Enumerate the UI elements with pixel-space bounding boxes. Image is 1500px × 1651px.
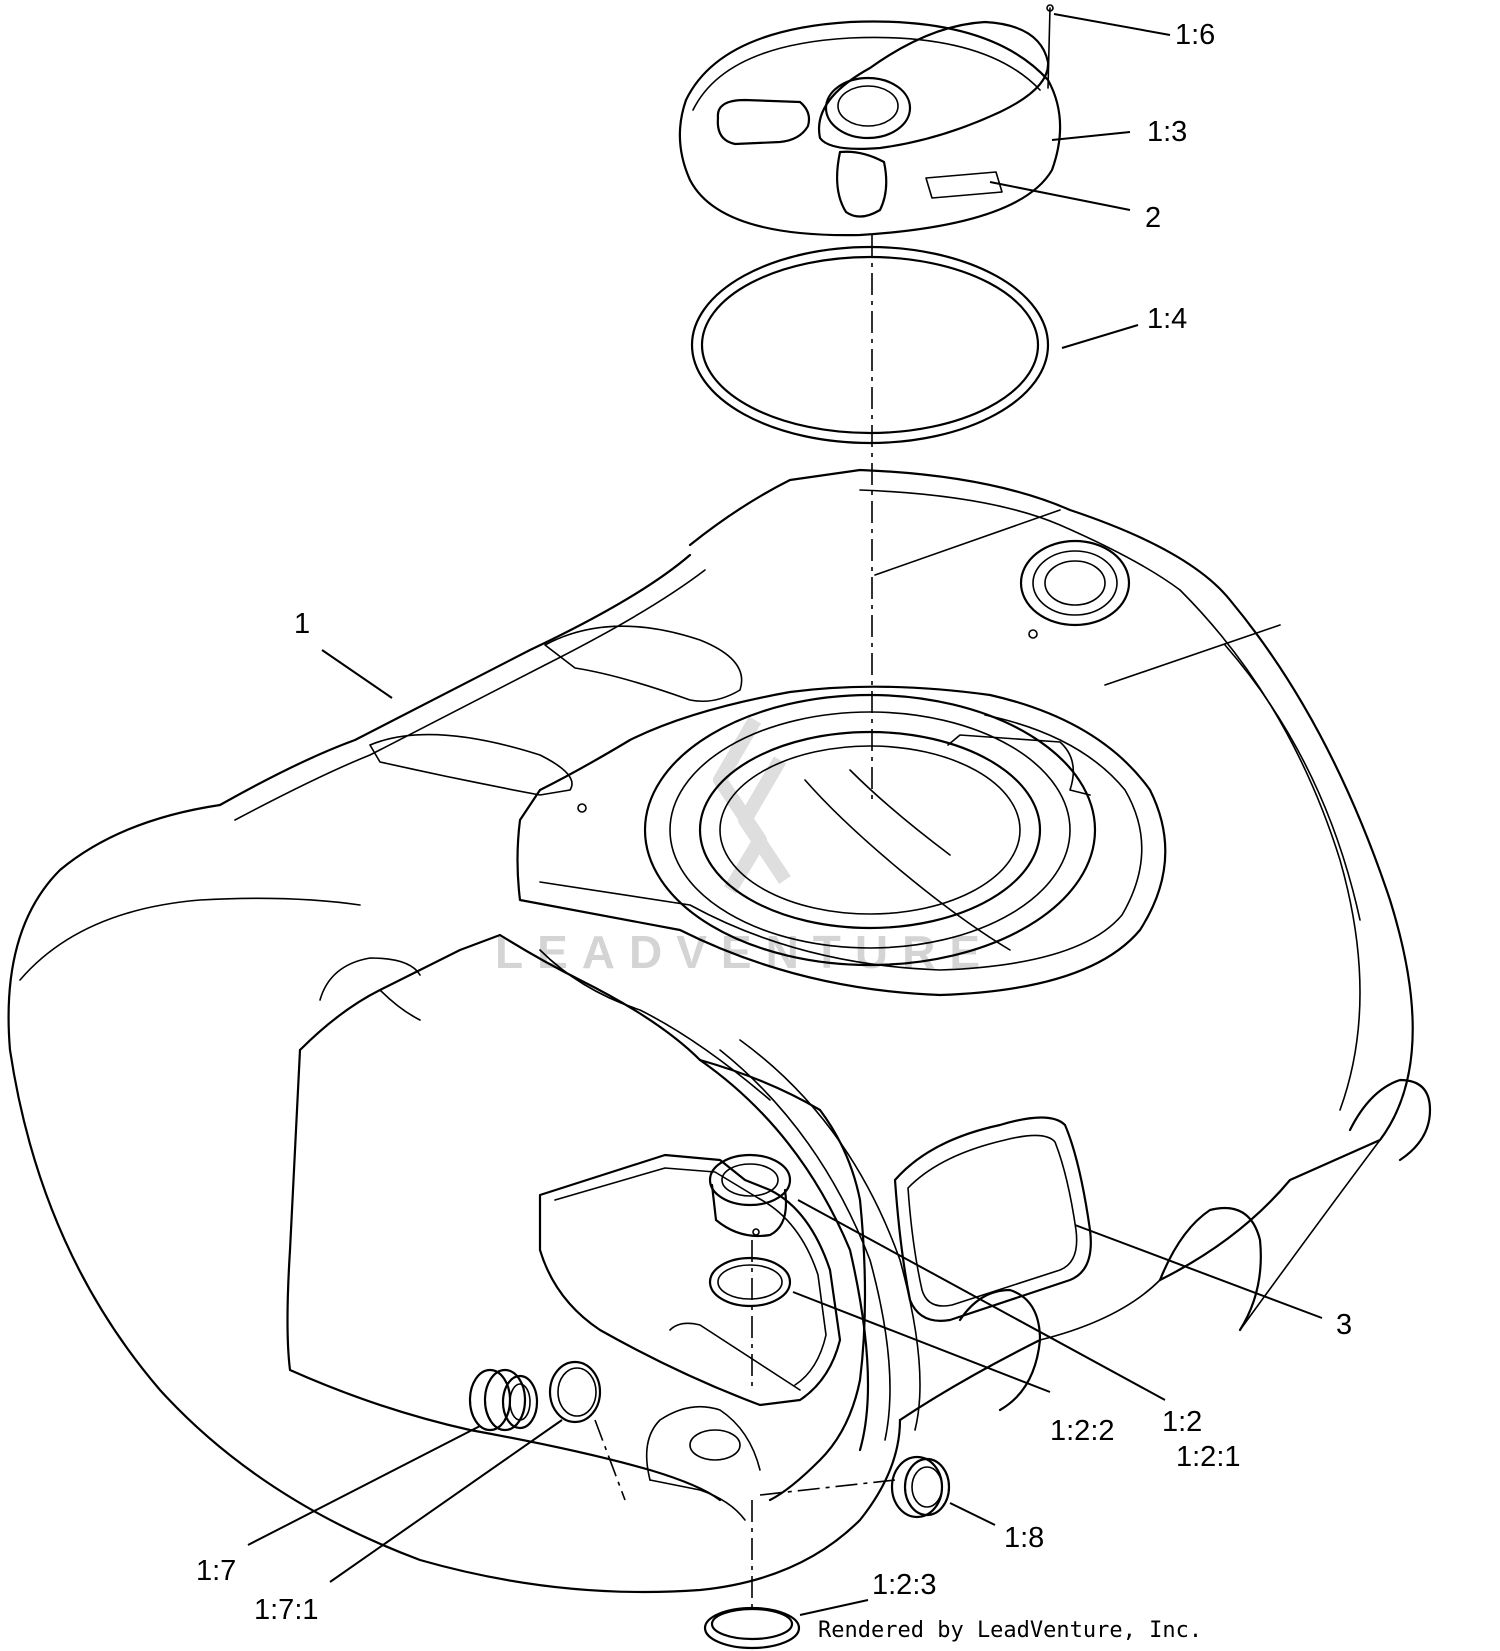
o-ring-1-7-1	[548, 1360, 602, 1424]
fitting-1-2	[708, 1153, 792, 1238]
leader-lines	[247, 13, 1323, 1616]
o-ring-1-2-3	[703, 1606, 801, 1650]
callout-1-4: 1:4	[1147, 303, 1187, 335]
callout-1-7-1: 1:7:1	[254, 1594, 319, 1626]
callout-1-8: 1:8	[1004, 1522, 1044, 1554]
callout-1: 1	[294, 608, 310, 640]
callout-2: 2	[1145, 202, 1161, 234]
fitting-1-8	[890, 1455, 951, 1519]
render-credit: Rendered by LeadVenture, Inc.	[818, 1618, 1202, 1643]
callout-1-7: 1:7	[196, 1555, 236, 1587]
o-ring-1-2-2	[708, 1256, 792, 1308]
watermark: LEADVENTURE	[495, 716, 994, 978]
callout-1-2: 1:2	[1162, 1406, 1202, 1438]
watermark-logo-icon	[713, 716, 791, 894]
lid-pin	[1047, 7, 1051, 89]
callout-3: 3	[1336, 1309, 1352, 1341]
watermark-text: LEADVENTURE	[495, 926, 994, 978]
callout-1-2-1: 1:2:1	[1176, 1441, 1241, 1473]
fitting-1-7	[468, 1368, 539, 1432]
callout-1-3: 1:3	[1147, 116, 1187, 148]
callout-1-2-2: 1:2:2	[1050, 1415, 1115, 1447]
lid-o-ring	[690, 245, 1050, 445]
tank-body	[7, 468, 1432, 1650]
callout-1-2-3: 1:2:3	[872, 1569, 937, 1601]
callout-labels: 1:6 1:3 2 1:4 1 3 1:2 1:2:1 1:2:2 1:8 1:…	[196, 19, 1352, 1626]
callout-1-6: 1:6	[1175, 19, 1215, 51]
tank-lid	[678, 4, 1062, 237]
